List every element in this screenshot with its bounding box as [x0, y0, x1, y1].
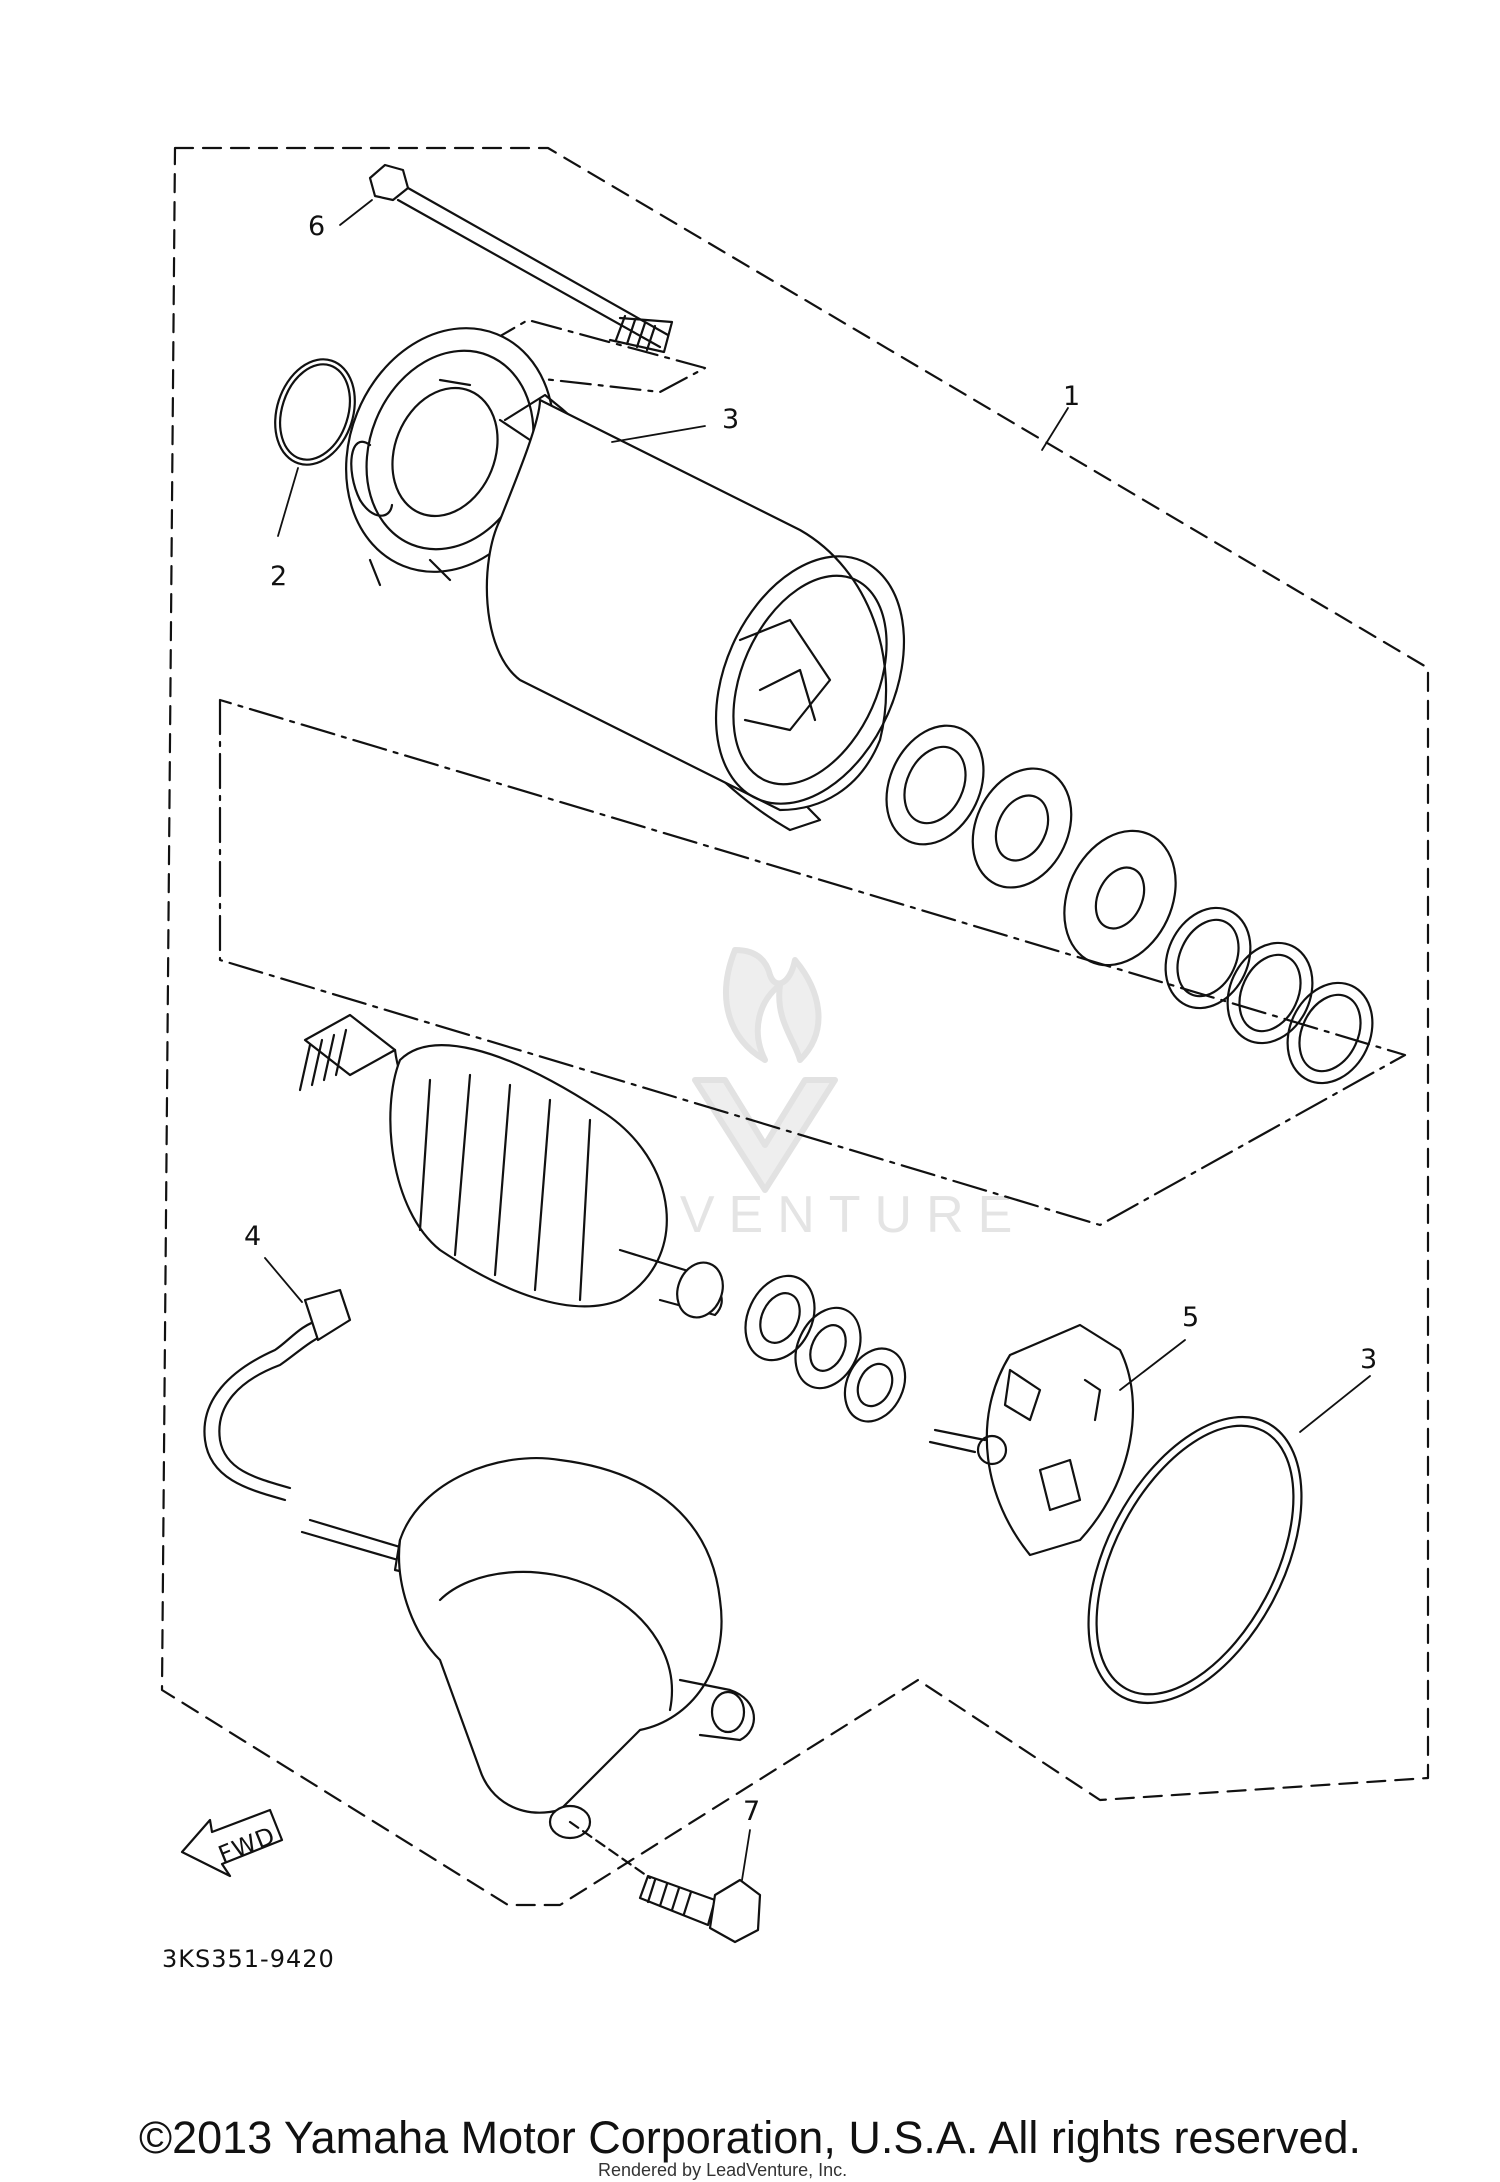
yoke-housing	[485, 393, 906, 832]
callout-3-ring: 3	[1360, 1344, 1377, 1375]
callout-7: 7	[743, 1796, 760, 1827]
part-code: 3KS351-9420	[162, 1945, 335, 1973]
callout-2: 2	[270, 561, 287, 592]
o-ring-rear	[1087, 1415, 1303, 1705]
assembly-boundary	[160, 146, 1430, 1907]
callout-4: 4	[244, 1221, 261, 1252]
copyright-notice: ©2013 Yamaha Motor Corporation, U.S.A. A…	[138, 2112, 1362, 2163]
watermark-logo	[692, 947, 838, 1193]
through-bolt	[368, 163, 674, 354]
armature	[298, 1013, 724, 1319]
callout-1: 1	[1063, 381, 1080, 412]
fwd-arrow	[180, 1808, 284, 1878]
bearing	[885, 724, 985, 846]
callout-5: 5	[1182, 1302, 1199, 1333]
callout-3-housing: 3	[722, 404, 739, 435]
washer-set	[971, 767, 1374, 1085]
o-ring-front	[274, 358, 356, 466]
brush-holder	[928, 1323, 1135, 1557]
rendered-by-notice: Rendered by LeadVenture, Inc.	[598, 2160, 848, 2180]
rear-cover	[398, 1457, 755, 1840]
callout-6: 6	[308, 211, 325, 242]
kit-boundary	[218, 698, 1407, 1227]
shim-washers	[744, 1274, 907, 1423]
mounting-bolt	[568, 1820, 762, 1944]
leader-lines	[264, 199, 1371, 1881]
